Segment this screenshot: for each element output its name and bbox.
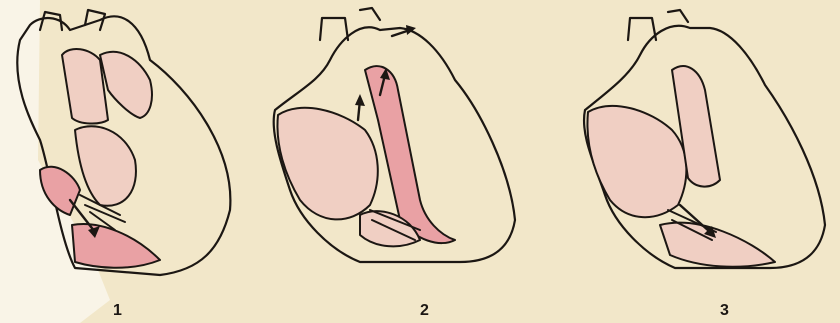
diagram-label-3: 3 [720, 302, 729, 320]
diagram-label-2: 2 [420, 302, 429, 320]
diagram-label-1: 1 [113, 302, 122, 320]
heart-diagram-3 [584, 10, 825, 268]
heart-diagram-2 [274, 8, 515, 262]
